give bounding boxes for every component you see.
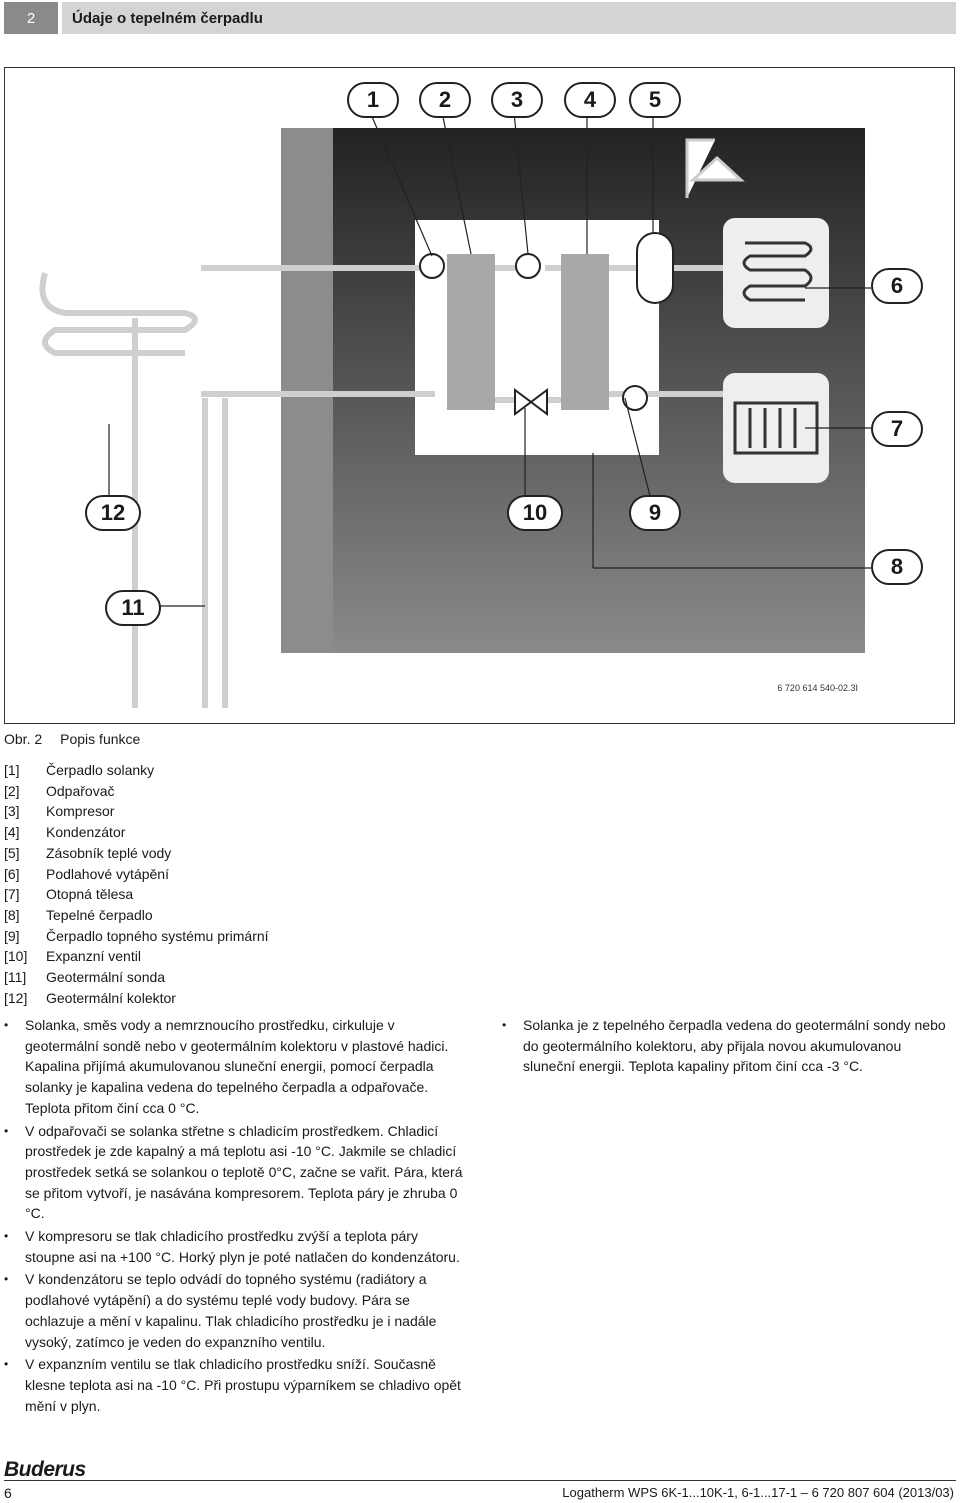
callout-1: 1: [347, 82, 399, 118]
floor-heating-panel: [723, 218, 829, 328]
caption-label: Obr. 2: [4, 731, 43, 747]
brine-pump-symbol: [419, 253, 445, 279]
figure-frame: 1 2 3 4 5 6 7 8 9 10 11 12 6 720 614 540…: [4, 67, 955, 724]
legend-list: [1]Čerpadlo solanky [2]Odpařovač [3]Komp…: [4, 760, 269, 1008]
condenser-block: [561, 254, 609, 410]
legend-item: [12]Geotermální kolektor: [4, 989, 176, 1006]
callout-6: 6: [871, 268, 923, 304]
page-number: 6: [4, 1485, 12, 1501]
chapter-number: 2: [4, 2, 58, 34]
evaporator-block: [447, 254, 495, 410]
callout-3: 3: [491, 82, 543, 118]
callout-12: 12: [85, 495, 141, 531]
chapter-title: Údaje o tepelném čerpadlu: [62, 2, 956, 34]
expansion-valve-symbol: [514, 388, 548, 416]
hot-water-tank-symbol: [636, 232, 674, 304]
callout-4: 4: [564, 82, 616, 118]
compressor-symbol: [515, 253, 541, 279]
chapter-header: 2 Údaje o tepelném čerpadlu: [4, 2, 956, 34]
legend-item: [6]Podlahové vytápění: [4, 865, 169, 882]
callout-10: 10: [507, 495, 563, 531]
callout-5: 5: [629, 82, 681, 118]
bullet-item: V expanzním ventilu se tlak chladicího p…: [4, 1354, 464, 1416]
bullet-item: Solanka, směs vody a nemrznoucího prostř…: [4, 1015, 464, 1119]
figure-caption: Obr. 2 Popis funkce: [4, 731, 140, 747]
legend-item: [9]Čerpadlo topného systému primární: [4, 927, 269, 944]
left-column: Solanka, směs vody a nemrznoucího prostř…: [4, 1015, 464, 1418]
bullet-item: V kompresoru se tlak chladicího prostřed…: [4, 1226, 464, 1267]
bullet-item: Solanka je z tepelného čerpadla vedena d…: [502, 1015, 954, 1077]
bullet-item: V odpařovači se solanka střetne s chladi…: [4, 1121, 464, 1225]
legend-item: [10]Expanzní ventil: [4, 948, 141, 965]
callout-9: 9: [629, 495, 681, 531]
legend-item: [3]Kompresor: [4, 803, 115, 820]
footer-divider: [4, 1480, 956, 1481]
callout-11: 11: [105, 590, 161, 626]
legend-item: [2]Odpařovač: [4, 782, 115, 799]
document-reference: Logatherm WPS 6K-1...10K-1, 6-1...17-1 –…: [562, 1485, 954, 1500]
right-column: Solanka je z tepelného čerpadla vedena d…: [502, 1015, 954, 1079]
heat-pump-diagram: [39, 111, 871, 708]
callout-7: 7: [871, 411, 923, 447]
leader-lines: [108, 111, 871, 607]
legend-item: [8]Tepelné čerpadlo: [4, 906, 153, 923]
legend-item: [5]Zásobník teplé vody: [4, 844, 172, 861]
house-wall: [281, 128, 333, 653]
legend-item: [1]Čerpadlo solanky: [4, 762, 155, 778]
callout-2: 2: [419, 82, 471, 118]
bullet-item: V kondenzátoru se teplo odvádí do topnéh…: [4, 1269, 464, 1352]
primary-pump-symbol: [622, 385, 648, 411]
radiator-panel: [723, 373, 829, 483]
legend-item: [7]Otopná tělesa: [4, 886, 134, 903]
caption-text: Popis funkce: [60, 731, 141, 747]
figure-code: 6 720 614 540-02.3I: [777, 683, 858, 693]
brand-logo: Buderus: [4, 1458, 86, 1481]
legend-item: [11]Geotermální sonda: [4, 969, 166, 986]
legend-item: [4]Kondenzátor: [4, 824, 126, 841]
shower-symbol: [685, 138, 745, 198]
callout-8: 8: [871, 549, 923, 585]
